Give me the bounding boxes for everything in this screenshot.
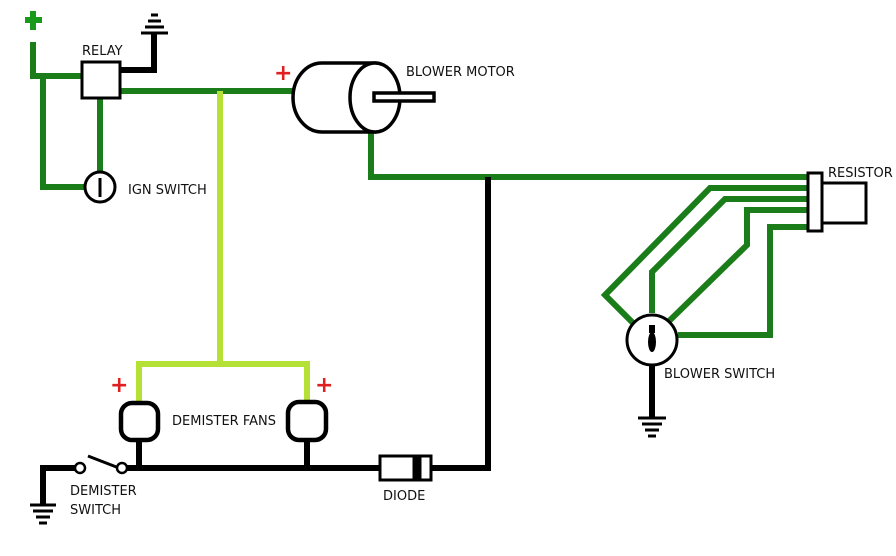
demister-fan-2: [285, 399, 329, 443]
wire-relay-to-ground: [120, 33, 157, 73]
demister-switch-label-line2: SWITCH: [70, 503, 121, 518]
ign-switch-icon: [83, 170, 117, 204]
wire-demister-switch-ground: [40, 465, 78, 505]
diode-label: DIODE: [383, 489, 425, 504]
blower-switch-icon: [625, 313, 679, 367]
positive-supply-icon: [25, 11, 42, 30]
demister-switch-icon: [73, 454, 129, 475]
black-wires: [40, 33, 655, 505]
wire-resistor-tap-2: [649, 196, 808, 313]
ground-icon-relay: [141, 13, 168, 35]
wire-demister-fan-feed: [136, 361, 310, 405]
wire-resistor-tap-4: [678, 224, 808, 338]
ground-icon-demister-switch: [30, 503, 56, 525]
relay-label: RELAY: [82, 44, 123, 59]
positive-mark-blower-motor: +: [274, 61, 292, 86]
positive-mark-fan-1: +: [110, 373, 128, 398]
light-green-wires: [136, 91, 310, 405]
relay-box: [80, 60, 122, 100]
wire-resistor-tap-1: [600, 185, 808, 333]
resistor-icon: [806, 171, 868, 233]
blower-switch-label: BLOWER SWITCH: [664, 367, 775, 382]
demister-fans-label: DEMISTER FANS: [172, 414, 276, 429]
resistor-label: RESISTOR: [828, 166, 893, 181]
ground-icon-blower-switch: [638, 416, 666, 438]
dark-green-wires: [30, 42, 808, 338]
blower-motor-icon: [291, 61, 436, 134]
wire-resistor-to-diode: [431, 177, 491, 471]
wire-motor-to-resistor: [368, 132, 808, 180]
blower-motor-label: BLOWER MOTOR: [406, 65, 515, 80]
wire-resistor-tap-3: [662, 207, 808, 328]
demister-switch-label-line1: DEMISTER: [70, 484, 137, 499]
demister-fan-1: [118, 400, 161, 443]
wire-supply-to-relay: [30, 42, 82, 79]
wire-supply-to-ign-switch: [40, 76, 86, 190]
positive-mark-fan-2: +: [315, 373, 333, 398]
ign-switch-label: IGN SWITCH: [128, 183, 207, 198]
diode-icon: [378, 454, 433, 482]
